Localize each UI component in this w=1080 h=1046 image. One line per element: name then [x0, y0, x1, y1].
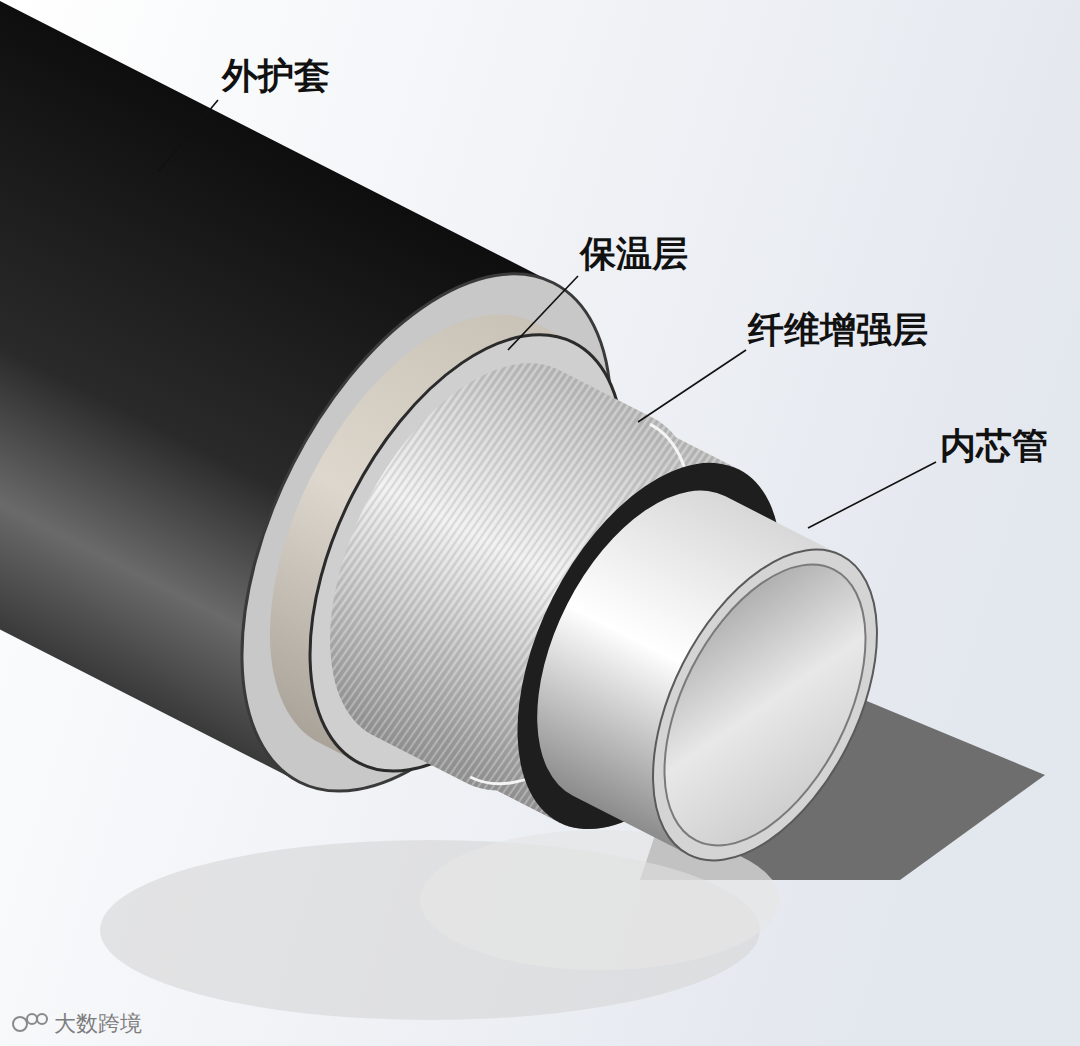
part-label: 纤维增强层 [748, 312, 928, 348]
part-label: 外护套 [222, 58, 330, 94]
watermark: 大数跨境 [54, 1013, 142, 1035]
part-label: 保温层 [580, 236, 688, 272]
part-label: 内芯管 [940, 428, 1048, 464]
